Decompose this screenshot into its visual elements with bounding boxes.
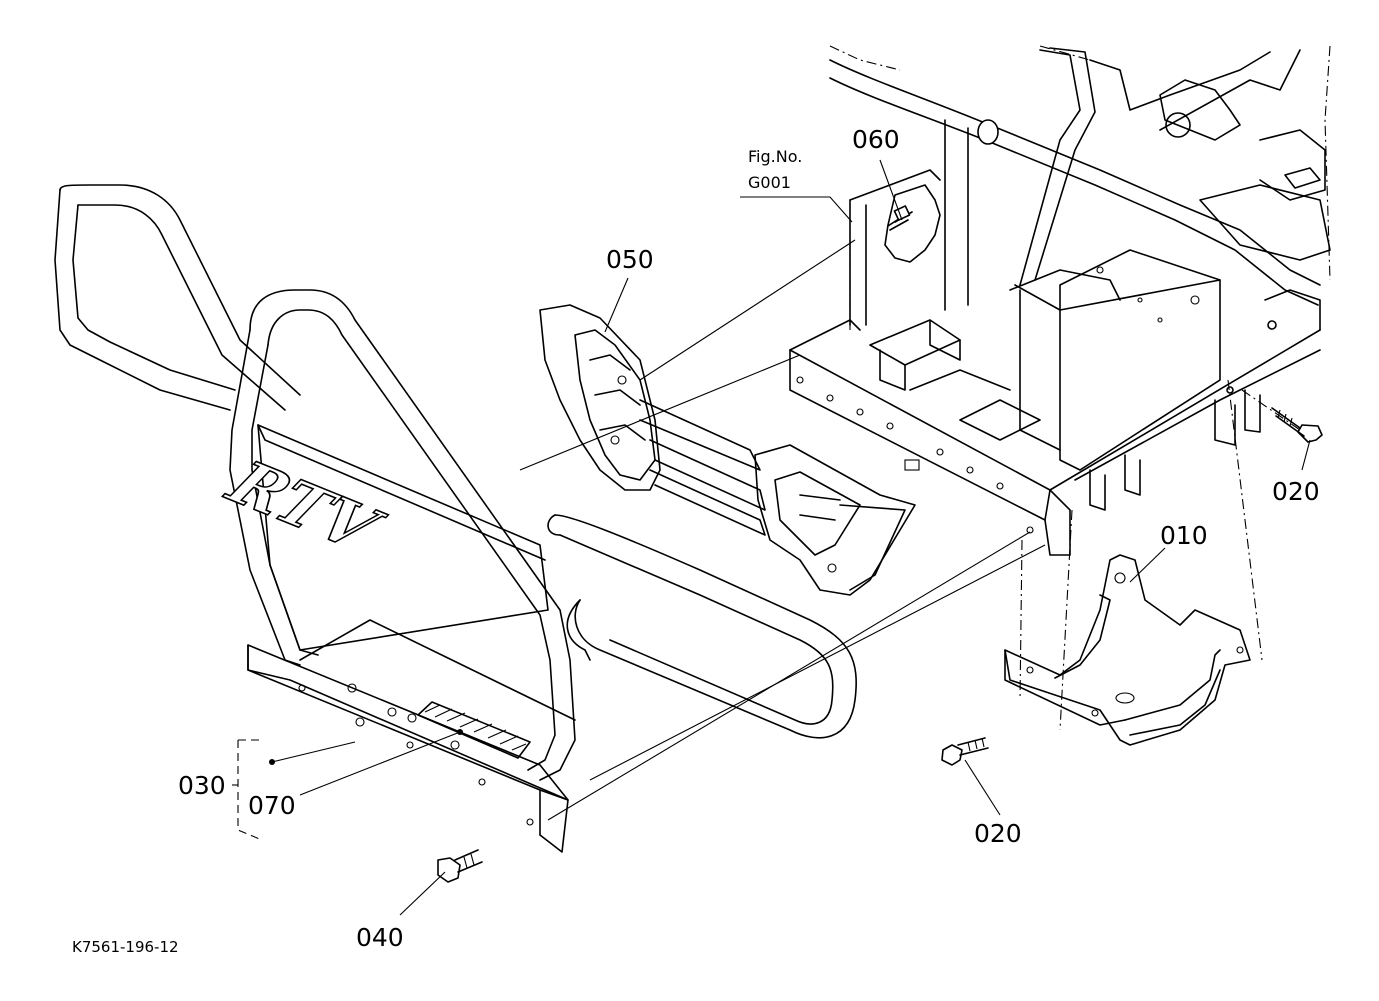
bolt-020-right bbox=[1271, 407, 1323, 443]
callout-030: 030 bbox=[178, 771, 226, 800]
callout-020-right: 020 bbox=[1272, 477, 1320, 506]
bolt-020-bottom bbox=[941, 737, 989, 766]
front-bumper-030: RTV bbox=[54, 184, 857, 853]
reference-code: K7561-196-12 bbox=[72, 938, 179, 956]
callout-070: 070 bbox=[248, 791, 296, 820]
rtv-logo: RTV bbox=[213, 447, 396, 566]
callout-040: 040 bbox=[356, 923, 404, 952]
leader-lines bbox=[232, 159, 1311, 916]
fig-ref-line1: Fig.No. bbox=[748, 147, 802, 166]
callout-050: 050 bbox=[606, 245, 654, 274]
callout-010: 010 bbox=[1160, 521, 1208, 550]
callout-060: 060 bbox=[852, 125, 900, 154]
bolt-040 bbox=[437, 849, 483, 883]
callout-020-bottom: 020 bbox=[974, 819, 1022, 848]
vehicle-frame bbox=[789, 45, 1331, 731]
grille-guard-050 bbox=[539, 304, 916, 596]
bracket-010 bbox=[1004, 554, 1251, 746]
callout-labels: 010 020 020 030 040 050 060 070 Fig.No. … bbox=[72, 125, 1320, 956]
fig-ref-line2: G001 bbox=[748, 173, 791, 192]
